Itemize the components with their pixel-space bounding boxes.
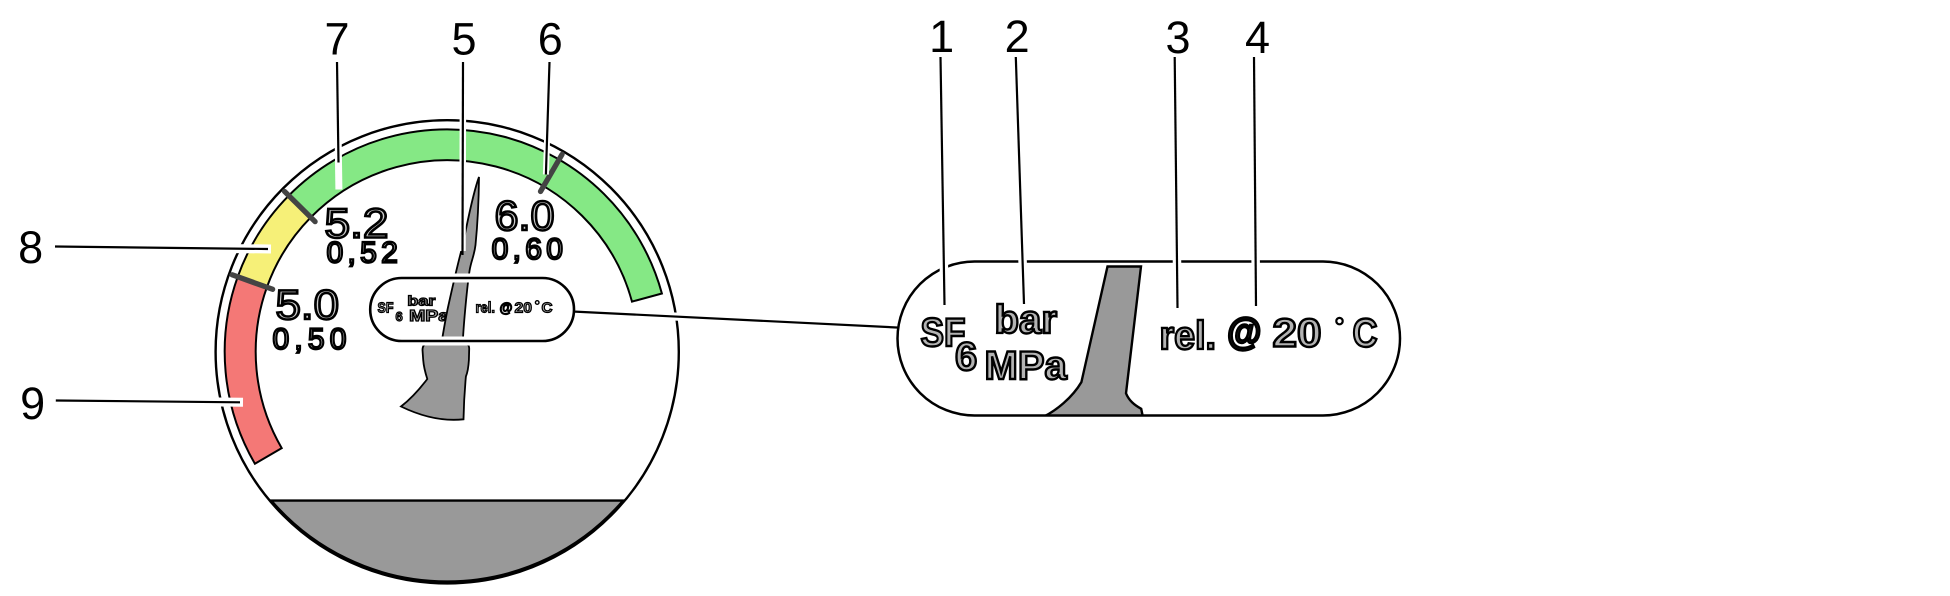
svg-text:20: 20 <box>515 299 533 316</box>
svg-text:C: C <box>542 299 553 316</box>
svg-text:0,50: 0,50 <box>273 323 352 356</box>
svg-text:6: 6 <box>396 309 403 324</box>
svg-text:5: 5 <box>451 13 476 64</box>
svg-text:MPa: MPa <box>409 308 449 325</box>
svg-text:rel.: rel. <box>476 299 496 316</box>
svg-text:@: @ <box>1227 312 1262 354</box>
svg-text:4: 4 <box>1245 12 1270 63</box>
svg-text:9: 9 <box>20 378 45 429</box>
svg-text:@: @ <box>500 300 513 316</box>
svg-text:bar: bar <box>995 298 1058 342</box>
svg-text:0,60: 0,60 <box>492 233 568 266</box>
svg-text:7: 7 <box>324 13 349 64</box>
svg-text:5.0: 5.0 <box>276 281 340 328</box>
svg-text:SF: SF <box>378 299 394 316</box>
svg-text:3: 3 <box>1165 12 1190 63</box>
svg-text:SF: SF <box>921 311 966 355</box>
svg-text:C: C <box>1353 312 1378 356</box>
svg-text:6: 6 <box>955 335 977 379</box>
svg-text:rel.: rel. <box>1160 314 1217 358</box>
svg-text:6.0: 6.0 <box>495 192 555 239</box>
svg-text:6: 6 <box>538 13 563 64</box>
svg-text:MPa: MPa <box>985 344 1068 388</box>
svg-text:2: 2 <box>1005 11 1030 62</box>
svg-text:20: 20 <box>1273 312 1322 356</box>
svg-text:0,52: 0,52 <box>327 236 403 269</box>
svg-text:5.2: 5.2 <box>325 199 389 246</box>
svg-text:bar: bar <box>407 294 436 309</box>
svg-text:1: 1 <box>929 11 954 62</box>
svg-text:8: 8 <box>18 222 43 273</box>
